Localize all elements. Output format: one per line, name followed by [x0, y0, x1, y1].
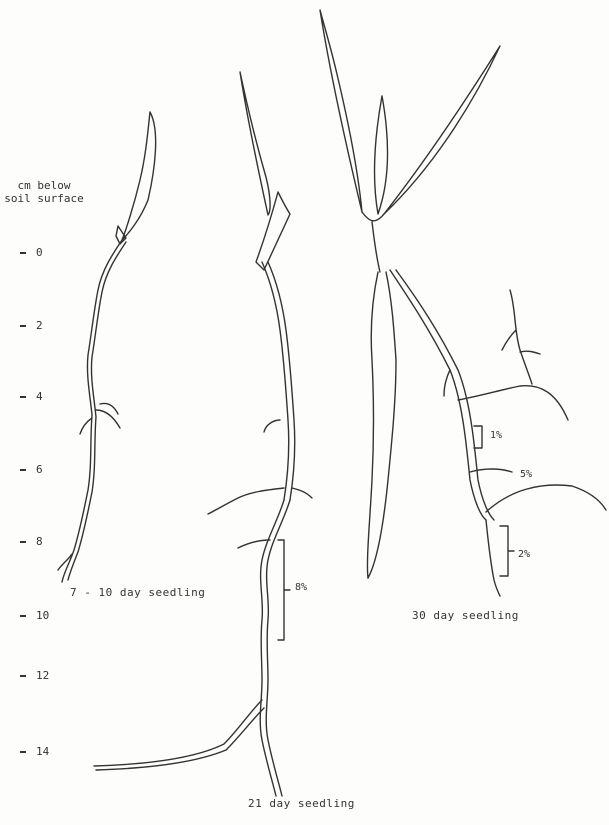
- seedling2-side-root-small: [264, 420, 280, 432]
- seedling3-bracket-2: [500, 526, 514, 576]
- seedling-30-day: [320, 10, 606, 596]
- seedling2-side-root-right: [292, 488, 312, 498]
- seedling3-leaf-left: [320, 10, 362, 212]
- seedling2-stem: [262, 262, 289, 500]
- seedling3-leaf-mid: [375, 96, 388, 214]
- seedling3-branch-lower: [486, 485, 606, 512]
- seedling3-main-root-right: [390, 270, 486, 520]
- seedling3-bracket-1: [474, 426, 482, 448]
- seedling2-side-root-left: [208, 488, 284, 514]
- seedling-21-day: [94, 72, 312, 796]
- seedling1-main-root: [62, 240, 122, 582]
- seedling2-leaf: [240, 72, 270, 215]
- seedling3-main-root-left: [367, 272, 378, 578]
- seedling3-bottom-root: [486, 520, 500, 596]
- seedling2-long-root: [94, 700, 262, 766]
- seedling1-side-root-2: [80, 418, 92, 434]
- seedling3-branch-upper: [458, 386, 568, 420]
- seedling2-long-root-inner: [96, 708, 264, 770]
- seedling3-side-branch: [444, 370, 450, 396]
- seedling1-leaf: [122, 112, 156, 240]
- seedling2-leaf2: [256, 192, 290, 270]
- seedling-7-10-day: [58, 112, 156, 582]
- seedling3-leaf-right: [384, 46, 500, 214]
- seedling3-crown: [362, 212, 384, 272]
- seedling2-bracket-8: [278, 540, 290, 640]
- seedling1-side-root: [96, 403, 120, 428]
- seedling2-stem-inner: [268, 262, 295, 500]
- seedling3-fibrous-top: [502, 290, 540, 384]
- seedling2-root-down-inner: [266, 500, 290, 796]
